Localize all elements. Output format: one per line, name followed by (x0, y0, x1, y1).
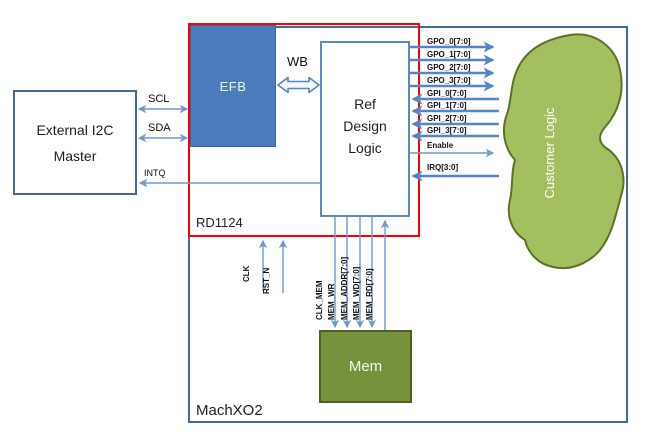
ref-design-logic-block: Ref Design Logic (320, 41, 410, 217)
gpi0-label: GPI_0[7:0] (427, 89, 467, 98)
mem-wr-label: MEM_WR (327, 283, 336, 320)
mem-label: Mem (348, 358, 383, 375)
clk-mem-label: CLK_MEM (315, 280, 324, 320)
gpo0-label: GPO_0[7:0] (427, 37, 471, 46)
gpi3-label: GPI_3[7:0] (427, 126, 467, 135)
ref-label-line1: Ref (354, 96, 376, 112)
i2c-label-line2: Master (53, 147, 97, 164)
clk-label: CLK (242, 265, 251, 282)
intq-label: INTQ (144, 168, 166, 178)
gpo3-label: GPO_3[7:0] (427, 76, 471, 85)
efb-label: EFB (219, 78, 247, 94)
ref-label-line3: Logic (348, 140, 382, 156)
rd1124-box (188, 23, 420, 237)
ref-label-line2: Design (343, 118, 387, 134)
rst-n-label: RST_N (262, 267, 271, 294)
gpo1-label: GPO_1[7:0] (427, 50, 471, 59)
mem-rd-label: MEM_RD[7:0] (365, 268, 374, 320)
i2c-label-line1: External I2C (36, 121, 114, 138)
customer-logic-label: Customer Logic (542, 107, 557, 199)
wb-arrow (277, 76, 320, 94)
mem-addr-label: MEM_ADDR[7:0] (340, 256, 349, 320)
wb-label: WB (287, 54, 308, 69)
efb-block: EFB (190, 25, 276, 147)
irq-label: IRQ[3:0] (427, 163, 459, 172)
mem-wd-label: MEM_WD[7:0] (352, 266, 361, 320)
machxo2-label: MachXO2 (196, 402, 263, 419)
gpi2-label: GPI_2[7:0] (427, 114, 467, 123)
gpo2-label: GPO_2[7:0] (427, 63, 471, 72)
sda-label: SDA (148, 122, 171, 134)
enable-label: Enable (427, 141, 454, 150)
gpi1-label: GPI_1[7:0] (427, 101, 467, 110)
external-i2c-master-block: External I2C Master (13, 90, 137, 195)
mem-block: Mem (319, 330, 412, 403)
scl-label: SCL (148, 93, 170, 105)
rd1124-label: RD1124 (196, 215, 243, 230)
customer-logic-cloud (502, 33, 625, 269)
